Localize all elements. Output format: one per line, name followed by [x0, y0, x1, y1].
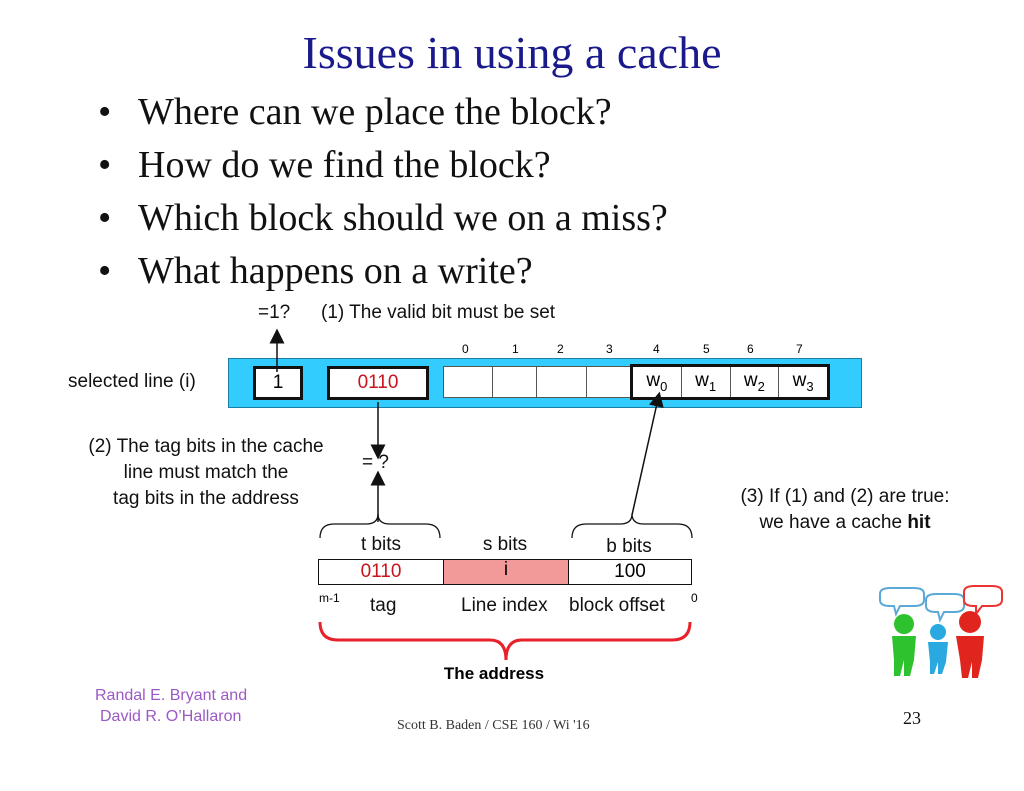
s-bits-label: s bits: [482, 534, 528, 555]
person-icon: [894, 614, 914, 634]
page-number: 23: [903, 708, 921, 728]
selected-line-label: selected line (i): [68, 371, 196, 392]
word-cell: w2: [731, 367, 780, 397]
line-index-label: Line index: [461, 595, 548, 616]
valid-bit-cell: 1: [253, 366, 303, 400]
t-bits-label: t bits: [360, 534, 402, 555]
byte-index: 4: [653, 342, 660, 356]
speech-bubble-icon: [925, 593, 965, 623]
tag-cell: 0110: [327, 366, 429, 400]
byte-cell: [586, 366, 631, 398]
person-icon: [928, 642, 948, 674]
address-caption: The address: [443, 664, 545, 683]
byte-index: 1: [512, 342, 519, 356]
tag-field: 0110: [319, 560, 444, 584]
word-cell: w1: [682, 367, 731, 397]
person-icon: [892, 636, 916, 676]
word-cell: w3: [792, 370, 814, 394]
byte-index: 2: [557, 342, 564, 356]
valid-eq-label: =1?: [258, 302, 291, 323]
valid-bit-note: (1) The valid bit must be set: [321, 302, 556, 323]
byte-cell: [443, 366, 493, 398]
person-icon: [930, 624, 946, 640]
tag-match-note: (2) The tag bits in the cache line must …: [88, 436, 324, 509]
speech-bubble-icon: [879, 587, 925, 617]
person-icon: [956, 636, 984, 678]
cache-hit-note: (3) If (1) and (2) are true: we have a c…: [740, 486, 950, 533]
lsb-label: 0: [691, 591, 698, 605]
tag-label: tag: [370, 595, 397, 616]
byte-index: 5: [703, 342, 710, 356]
people-discussion-illustration: [879, 585, 1003, 678]
offset-field: 100: [614, 561, 646, 582]
index-field: i: [444, 560, 569, 584]
address-brace: [318, 621, 692, 661]
speech-bubble-icon: [963, 585, 1003, 617]
byte-index: 7: [796, 342, 803, 356]
offset-arrow: [631, 391, 664, 516]
slide-title: Issues in using a cache: [302, 27, 722, 78]
bullet-item: Which block should we on a miss?: [98, 192, 668, 245]
byte-index: 3: [606, 342, 613, 356]
bullet-item: What happens on a write?: [98, 245, 668, 298]
word-cell: w0: [633, 367, 682, 397]
offset-brace: [571, 513, 693, 539]
bullet-item: Where can we place the block?: [98, 86, 668, 139]
byte-cell: [536, 366, 587, 398]
tag-brace: [319, 513, 441, 539]
slide-footer: Scott B. Baden / CSE 160 / Wi '16: [397, 718, 590, 733]
address-fields: 0110 i 100: [318, 559, 692, 585]
cache-line: 1 0110 w0 w1 w2 w3: [228, 358, 862, 408]
bullet-list: Where can we place the block? How do we …: [98, 86, 668, 298]
b-bits-label: b bits: [606, 536, 652, 557]
block-offset-label: block offset: [569, 595, 665, 616]
bullet-item: How do we find the block?: [98, 139, 668, 192]
byte-index: 6: [747, 342, 754, 356]
person-icon: [959, 611, 981, 633]
credit-text: Randal E. Bryant and David R. O’Hallaron: [95, 687, 248, 725]
byte-index: 0: [462, 342, 469, 356]
block-words-group: w0 w1 w2 w3: [630, 364, 830, 400]
msb-label: m-1: [319, 591, 340, 605]
